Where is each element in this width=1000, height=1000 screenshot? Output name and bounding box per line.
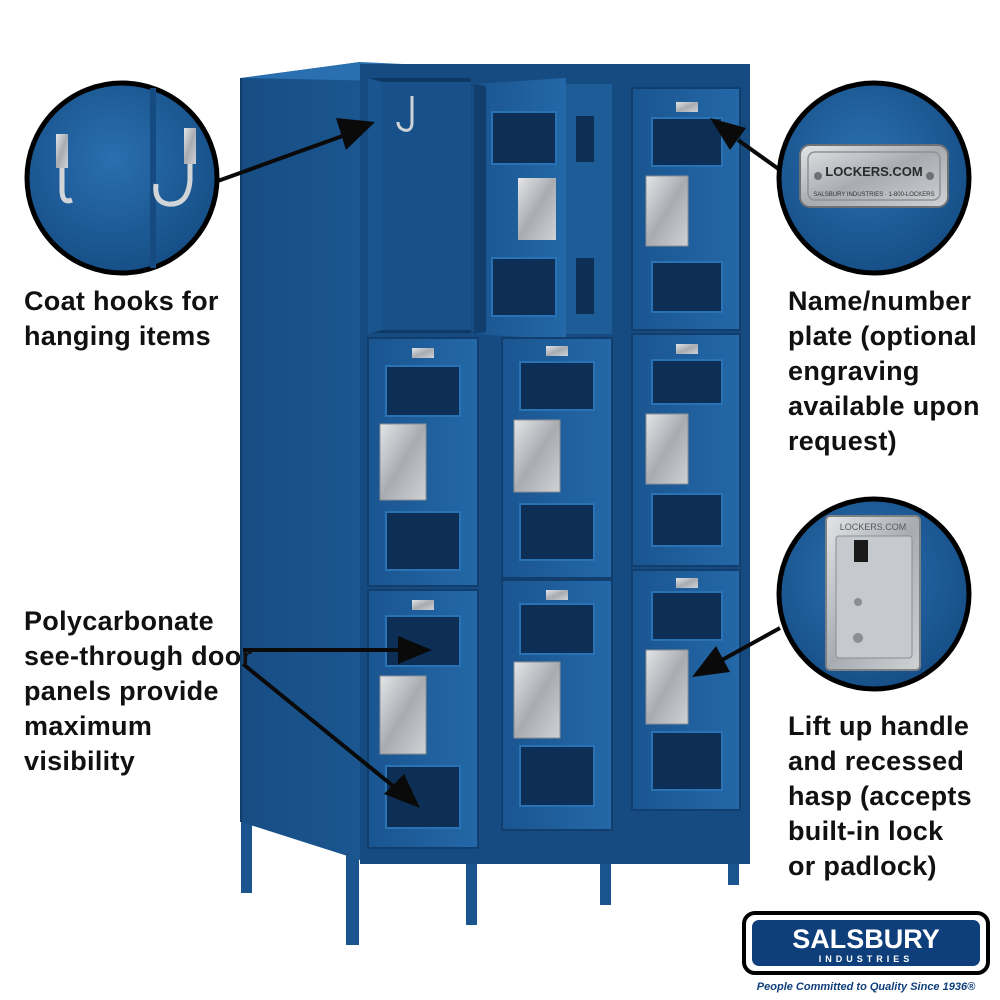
plate-brand-text: LOCKERS.COM bbox=[825, 164, 923, 179]
locker-side-panel bbox=[241, 62, 360, 860]
locker-door bbox=[367, 589, 479, 849]
hasp-stamp-text: LOCKERS.COM bbox=[840, 522, 907, 532]
name-plate-detail: LOCKERS.COM SALSBURY INDUSTRIES · 1-800-… bbox=[776, 80, 972, 276]
open-door bbox=[474, 78, 566, 340]
locker-door bbox=[631, 569, 741, 811]
door-panels-caption: Polycarbonate see-through door panels pr… bbox=[24, 606, 253, 776]
locker-door bbox=[367, 337, 479, 587]
plate-small-text: SALSBURY INDUSTRIES · 1-800-LOCKERS bbox=[813, 192, 934, 198]
handle-hasp-caption: Lift up handle and recessed hasp (accept… bbox=[788, 711, 972, 881]
coat-hooks-caption: Coat hooks for hanging items bbox=[24, 286, 219, 351]
locker-door bbox=[501, 337, 613, 579]
salsbury-logo: SALSBURY INDUSTRIES People Committed to … bbox=[742, 911, 990, 993]
name-plate-caption: Name/number plate (optional engraving av… bbox=[788, 286, 980, 456]
locker-door bbox=[501, 579, 613, 831]
pointer-arrows bbox=[214, 118, 782, 808]
logo-tagline: People Committed to Quality Since 1936® bbox=[757, 981, 976, 993]
logo-name: SALSBURY bbox=[792, 924, 940, 954]
open-compartment bbox=[368, 78, 471, 334]
locker-door bbox=[631, 333, 741, 567]
coat-hooks-detail bbox=[24, 80, 220, 276]
hasp-detail: LOCKERS.COM bbox=[776, 496, 972, 692]
logo-sub: INDUSTRIES bbox=[819, 954, 914, 964]
locker-door bbox=[631, 87, 741, 331]
